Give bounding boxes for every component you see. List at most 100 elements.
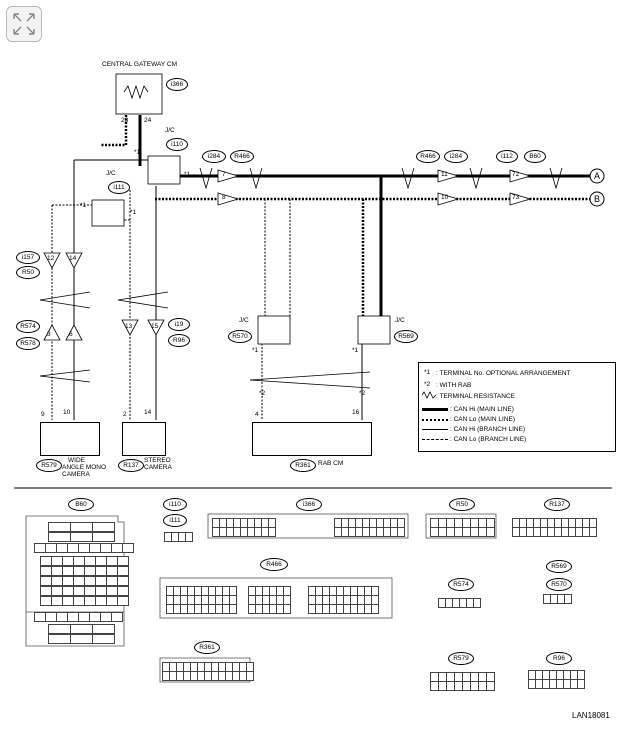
pin-cell [92,634,115,644]
star2-marker: *2 [359,390,366,397]
bottom-r361: R361 [194,641,220,654]
diagram-code: LAN18081 [572,711,610,720]
bottom-r137: R137 [544,498,570,511]
pin-cell [268,527,276,537]
conn-i284b: i284 [444,150,468,163]
pin-cell [48,624,71,634]
jc-label-1: J/C [165,127,175,134]
term-12: 12 [47,255,55,262]
term-24: 24 [144,117,152,124]
term-10b: 10 [441,194,449,201]
pin-cell [246,671,254,681]
conn-r574: R574 [16,320,40,333]
term-2: 2 [123,411,127,418]
point-b: B [594,194,601,204]
pin-cell [117,596,129,606]
legend-6: : CAN Hi (BRANCH LINE) [450,426,526,433]
point-a: A [594,171,601,181]
pin-cell [48,634,71,644]
term-73: 73 [512,194,520,201]
legend-3: : TERMINAL RESISTANCE [436,393,515,400]
bottom-i366: i366 [296,498,322,511]
conn-i157: i157 [16,251,40,264]
legend-can-hi-main-line [422,408,448,411]
conn-r466b: R466 [416,150,440,163]
star1-e: *1 [252,347,259,354]
pin-cell [111,612,123,622]
bottom-r570: R570 [546,578,572,591]
pin-cell [117,556,129,566]
pin-cell [92,532,115,542]
term-14: 14 [69,255,77,262]
bottom-r50: R50 [449,498,475,511]
legend-box [418,362,616,452]
pin-cell [185,532,193,542]
legend-2: : WITH RAB [436,382,472,389]
pin-cell [70,624,93,634]
jc-label-3: J/C [239,317,249,324]
pin-cell [48,532,71,542]
pin-cell [92,624,115,634]
pin-cell [70,522,93,532]
legend-star1: *1 [424,369,431,376]
legend-can-hi-branch-line [422,429,448,430]
bottom-r466: R466 [260,558,288,571]
term-72: 72 [512,171,520,178]
term-23: 23 [121,117,129,124]
rab-label: RAB CM [318,460,344,467]
pin-cell [48,522,71,532]
legend-5: : CAN Lo (MAIN LINE) [450,416,516,423]
star1-d: *1 [130,209,137,216]
stereo-label-2: CAMERA [144,464,172,471]
term-4: 4 [255,411,259,418]
conn-r137: R137 [118,459,144,472]
term-16: 16 [352,409,360,416]
stereo-label-1: STEREO [144,457,171,464]
star1-f: *1 [352,347,359,354]
conn-r361: R361 [290,459,316,472]
bottom-r574: R574 [448,578,474,591]
bottom-r579: R579 [448,652,474,665]
conn-i111: i111 [108,181,130,194]
expand-icon[interactable] [6,6,42,42]
star2-marker-b: *2 [259,390,266,397]
legend-can-lo-main-line [422,419,448,421]
bottom-r569: R569 [546,560,572,573]
pin-cell [283,604,291,614]
star1-c: *1 [80,202,87,209]
legend-7: : CAN Lo (BRANCH LINE) [450,436,527,443]
pin-cell [92,522,115,532]
conn-i366: i366 [166,78,188,91]
conn-r579: R579 [36,459,62,472]
term-15: 15 [151,323,159,330]
wide-angle-camera-box [40,422,100,456]
pin-cell [122,543,134,553]
pin-cell [70,532,93,542]
pin-cell [70,634,93,644]
bottom-i110: i110 [163,498,187,511]
pin-cell [397,527,405,537]
pin-cell [117,566,129,576]
term-6: 6 [69,331,73,338]
term-13: 13 [125,323,133,330]
conn-i284: i284 [202,150,226,163]
pin-cell [589,527,597,537]
term-9: 9 [41,411,45,418]
term-10: 10 [63,409,71,416]
gateway-label: CENTRAL GATEWAY CM [102,61,177,68]
bottom-i111: i111 [163,514,187,527]
conn-r578: R578 [16,337,40,350]
jc-label-2: J/C [106,170,116,177]
conn-r570: R570 [228,330,252,343]
legend-star2: *2 [424,381,431,388]
pin-cell [371,604,379,614]
pin-cell [117,576,129,586]
pin-cell [117,586,129,596]
bottom-b60: B60 [68,498,94,511]
pin-cell [577,679,585,689]
pin-cell [486,527,495,537]
term-14b: 14 [144,409,152,416]
bottom-r96: R96 [546,652,572,665]
wide-label-3: CAMERA [62,471,90,478]
